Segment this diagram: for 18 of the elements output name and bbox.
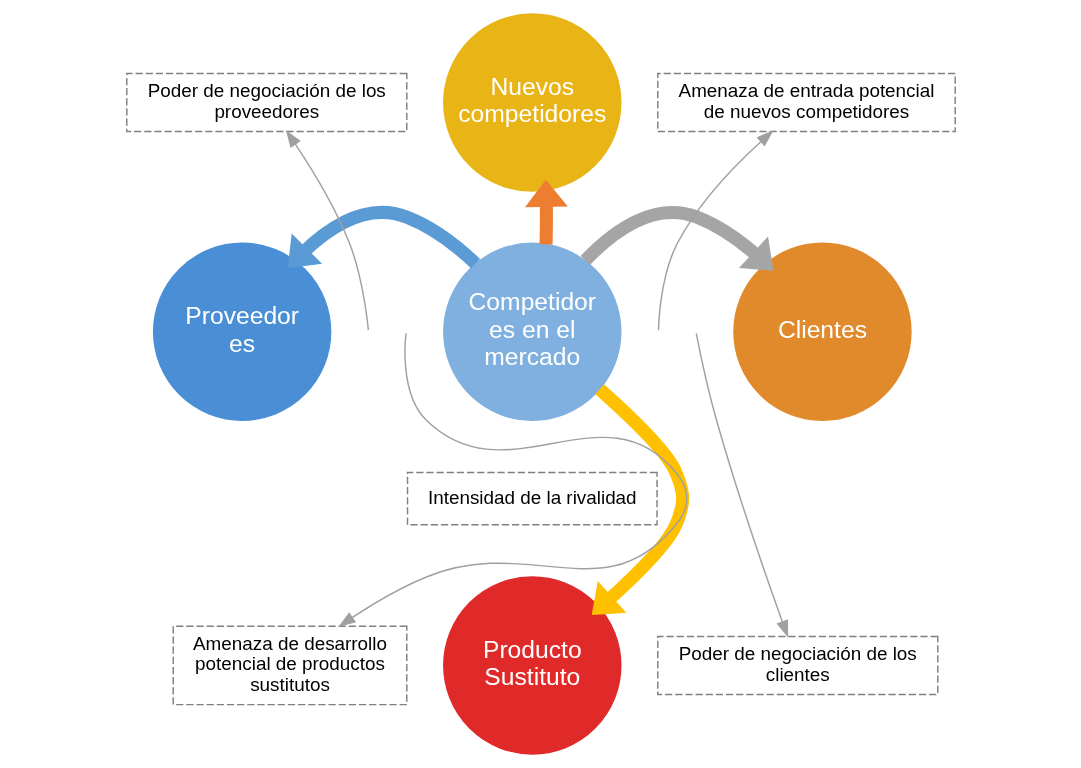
arrow — [580, 206, 773, 271]
node-box: Poder de negociación de los clientes — [656, 635, 938, 696]
arrow — [524, 179, 568, 245]
node-box: Intensidad de la rivalidad — [406, 471, 658, 526]
node-circle: Nuevos competidores — [442, 13, 621, 192]
node-circle: Producto Sustituto — [442, 576, 621, 755]
arrow — [657, 130, 774, 331]
node-circle: Proveedor es — [152, 242, 331, 421]
arrow — [695, 332, 788, 638]
arrow — [287, 206, 480, 269]
arrow — [285, 130, 369, 331]
node-box: Poder de negociación de los proveedores — [125, 72, 408, 133]
node-box: Amenaza de desarrollo potencial de productos sustitutos — [172, 625, 408, 706]
arrow — [337, 332, 688, 628]
node-circle: Clientes — [732, 242, 912, 421]
node-box: Amenaza de entrada potencial de nuevos competidores — [656, 72, 956, 133]
node-circle: Competidor es en el mercado — [442, 242, 621, 421]
arrow — [591, 384, 689, 615]
